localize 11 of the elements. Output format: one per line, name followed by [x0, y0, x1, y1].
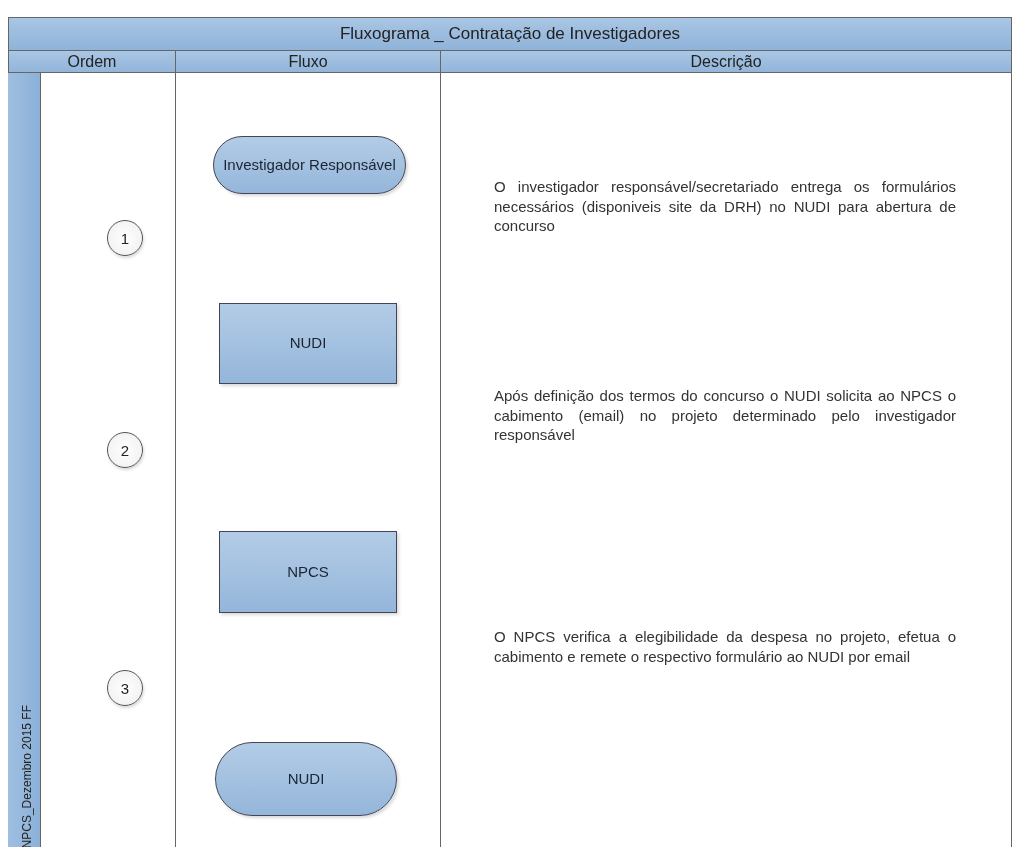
step-description: O investigador responsável/secretariado entrega os formulários necessários (disponiveis site da DRH) no NUDI para abertura de concurso	[494, 177, 956, 236]
process-box: NUDI	[219, 303, 397, 384]
terminator-shape: Investigador Responsável	[213, 136, 406, 194]
terminator-shape: NUDI	[215, 742, 397, 816]
column-header: Fluxo	[175, 50, 441, 73]
column-header: Descrição	[440, 50, 1012, 73]
column-header: Ordem	[8, 50, 176, 73]
step-description: O NPCS verifica a elegibilidade da despesa no projeto, efetua o cabimento e remete o respectivo formulário ao NUDI por email	[494, 627, 956, 666]
step-description: Após definição dos termos do concurso o NUDI solicita ao NPCS o cabimento (email) no projeto determinado pelo investigador responsável	[494, 386, 956, 445]
table-title: Fluxograma _ Contratação de Investigadores	[8, 17, 1012, 51]
process-box: NPCS	[219, 531, 397, 613]
